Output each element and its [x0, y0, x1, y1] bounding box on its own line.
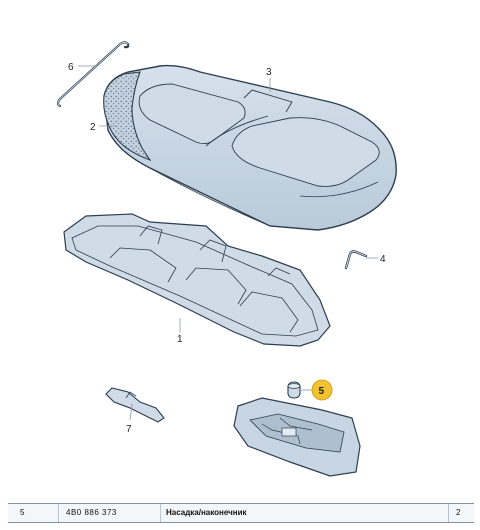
row-position: 5	[20, 508, 25, 517]
callout-6: 6	[68, 62, 74, 73]
callout-5-badge[interactable]	[311, 379, 333, 401]
row-description: Насадка/наконечник	[166, 508, 247, 517]
parts-table-row[interactable]: 5 4B0 886 373 Насадка/наконечник 2	[8, 503, 474, 523]
callout-5: 5	[319, 386, 325, 397]
callout-3: 3	[266, 67, 272, 78]
leader-lines	[78, 65, 378, 421]
hook-rod-part	[56, 41, 130, 108]
column-divider	[58, 504, 59, 522]
clip-part	[344, 250, 368, 270]
column-divider	[448, 504, 449, 522]
side-foam-part	[103, 71, 152, 162]
callout-1: 1	[177, 334, 183, 345]
callout-labels: 6 2 3 4 1 7 5	[68, 62, 386, 435]
cap-part	[287, 381, 301, 399]
column-divider	[160, 504, 161, 522]
seat-frame-part	[63, 213, 331, 347]
row-part-number: 4B0 886 373	[66, 508, 117, 517]
callout-7: 7	[126, 424, 132, 435]
row-quantity: 2	[456, 508, 461, 517]
callout-4: 4	[380, 254, 386, 265]
seat-cushion-part	[103, 64, 397, 231]
bracket-part	[105, 387, 165, 423]
parts-diagram: 6 2 3 4 1 7 5	[56, 41, 397, 477]
tray-part	[233, 397, 361, 477]
callout-2: 2	[90, 122, 96, 133]
